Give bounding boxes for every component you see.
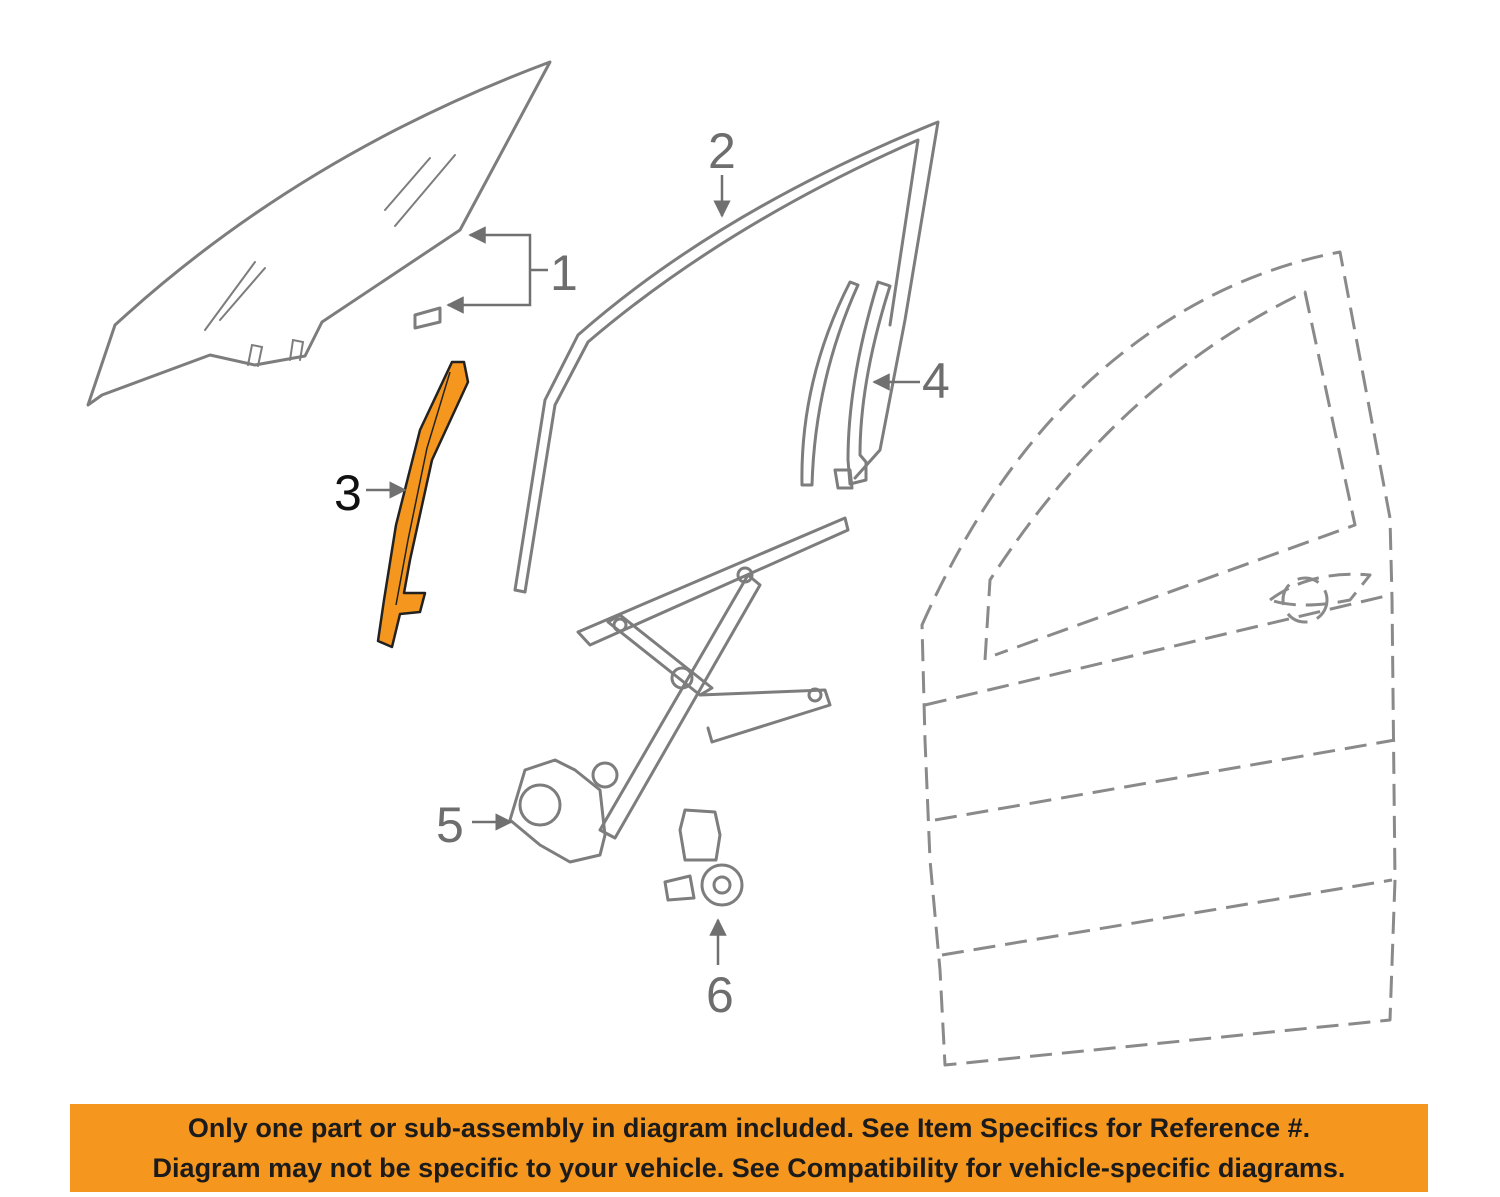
callout-5: 5 — [436, 797, 464, 853]
callout-2: 2 — [708, 123, 736, 179]
callout-6: 6 — [706, 967, 734, 1023]
disclaimer-line-1: Only one part or sub-assembly in diagram… — [187, 1113, 1311, 1143]
rear-division-channel — [800, 280, 892, 487]
callout-4: 4 — [922, 353, 950, 409]
door-glass — [86, 60, 552, 407]
glass-run-channel — [513, 120, 940, 594]
front-lower-channel — [376, 360, 470, 649]
door-outline — [920, 250, 1397, 1067]
disclaimer-line-2: Diagram may not be specific to your vehi… — [152, 1153, 1346, 1183]
callout-3: 3 — [334, 465, 362, 521]
parts-diagram: 1 2 3 4 5 6 — [86, 60, 1397, 1067]
disclaimer-banner: Only one part or sub-assembly in diagram… — [70, 1104, 1428, 1192]
callout-leaders — [366, 175, 920, 965]
window-motor — [663, 808, 744, 907]
window-regulator — [508, 516, 850, 864]
callout-1: 1 — [550, 245, 578, 301]
